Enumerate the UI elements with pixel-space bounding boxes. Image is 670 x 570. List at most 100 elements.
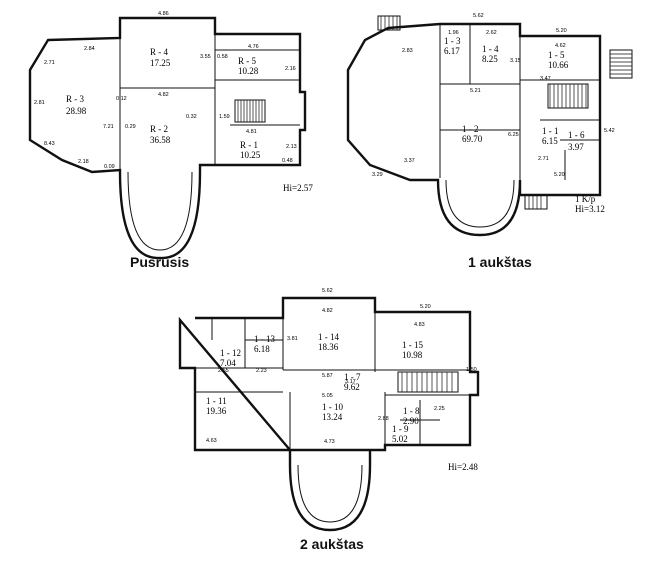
dim-label: 0.58 <box>217 54 228 60</box>
room-area-1-8: 2.90 <box>403 416 419 426</box>
room-area-1-4: 8.25 <box>482 54 498 64</box>
first-stair <box>547 83 589 109</box>
room-area-1-2: 69.70 <box>462 134 483 144</box>
dim-label: 5.87 <box>322 373 333 379</box>
room-area-1-12: 7.04 <box>220 358 236 368</box>
dim-label: 4.76 <box>248 44 259 50</box>
room-area-1-1: 6.15 <box>542 136 558 146</box>
room-area-r2: 36.58 <box>150 135 171 145</box>
basement-plan: R - 4 17.25 R - 5 10.28 R - 3 28.98 R - … <box>28 11 313 260</box>
basement-outer-wall <box>28 16 307 260</box>
dim-label: 5.20 <box>420 304 431 310</box>
dim-label: 4.62 <box>555 43 566 49</box>
dim-label: 0.48 <box>282 158 293 164</box>
dim-label: 3.47 <box>540 76 551 82</box>
dim-label: 0.09 <box>104 164 115 170</box>
first-floor-plan: 1 - 3 6.17 1 - 4 8.25 1 - 5 10.66 1 - 2 … <box>346 13 633 237</box>
room-area-1-15: 10.98 <box>402 350 423 360</box>
dim-label: 2.83 <box>402 48 413 54</box>
dim-label: 4.82 <box>322 308 333 314</box>
room-code-r3: R - 3 <box>66 94 85 104</box>
dim-label: 2.71 <box>44 60 55 66</box>
floor-label-basement: Pusrūsis <box>130 254 190 270</box>
room-area-1-6: 3.97 <box>568 142 584 152</box>
entrance-stair <box>524 49 633 210</box>
room-area-r3: 28.98 <box>66 106 87 116</box>
dim-label: 2.55 <box>218 368 229 374</box>
room-code-1-7: 1 - 7 <box>344 372 361 382</box>
room-area-1-9: 5.02 <box>392 434 408 444</box>
room-code-1-5: 1 - 5 <box>548 50 565 60</box>
dim-label: 2.13 <box>286 144 297 150</box>
room-code-1-8: 1 - 8 <box>403 406 420 416</box>
second-inner-walls <box>195 312 470 450</box>
dim-label: 1.96 <box>448 30 459 36</box>
basement-stair <box>234 99 266 123</box>
room-area-r5: 10.28 <box>238 66 259 76</box>
basement-inner-walls <box>119 18 300 172</box>
dim-label: 2.71 <box>538 156 549 162</box>
room-code-r5: R - 5 <box>238 56 257 66</box>
room-code-1-3: 1 - 3 <box>444 36 461 46</box>
second-ceiling-height: Hi=2.48 <box>448 462 478 472</box>
room-area-1-3: 6.17 <box>444 46 460 56</box>
dim-label: 3.37 <box>404 158 415 164</box>
dim-label: 2.81 <box>34 100 45 106</box>
dim-label: 3.29 <box>372 172 383 178</box>
dim-label: 4.86 <box>158 11 169 17</box>
dim-label: 2.18 <box>78 159 89 165</box>
room-code-1-2: 1 - 2 <box>462 124 479 134</box>
dim-label: 0.29 <box>125 124 136 130</box>
dim-label: 4.63 <box>206 438 217 444</box>
room-code-r4: R - 4 <box>150 47 169 57</box>
dim-label: 5.62 <box>473 13 484 19</box>
basement-ceiling-height: Hi=2.57 <box>283 183 313 193</box>
second-floor-plan: 1 - 14 18.36 1 - 15 10.98 1 - 12 7.04 1 … <box>178 288 480 532</box>
room-code-1-1: 1 - 1 <box>542 126 559 136</box>
first-inner-walls <box>439 24 600 195</box>
first-stair-note: 1 K/p <box>575 194 596 204</box>
room-code-1-4: 1 - 4 <box>482 44 499 54</box>
dim-label: 1.50 <box>466 367 477 373</box>
dim-label: 4.81 <box>246 129 257 135</box>
dim-label: 4.82 <box>158 92 169 98</box>
first-apse-inner <box>445 179 515 228</box>
room-code-1-12: 1 - 12 <box>220 348 241 358</box>
room-area-1-7: 9.62 <box>344 382 360 392</box>
dim-label: 2.62 <box>486 30 497 36</box>
room-code-1-13: 1 - 13 <box>254 334 275 344</box>
dim-label: 3.81 <box>287 336 298 342</box>
room-area-r4: 17.25 <box>150 58 171 68</box>
dim-label: 0.32 <box>186 114 197 120</box>
first-ceiling-height: Hi=3.12 <box>575 204 605 214</box>
second-apse-inner <box>297 464 363 523</box>
dim-label: 5.20 <box>554 172 565 178</box>
dim-label: 5.05 <box>322 393 333 399</box>
room-area-1-5: 10.66 <box>548 60 569 70</box>
room-code-1-9: 1 - 9 <box>392 424 409 434</box>
dim-label: 7.21 <box>103 124 114 130</box>
room-area-1-11: 19.36 <box>206 406 227 416</box>
dim-label: 1.59 <box>219 114 230 120</box>
dim-label: 3.17 <box>345 379 356 385</box>
dim-label: 3.15 <box>510 58 521 64</box>
dim-label: 0.12 <box>116 96 127 102</box>
room-code-1-6: 1 - 6 <box>568 130 585 140</box>
dim-label: 5.62 <box>322 288 333 294</box>
room-area-1-13: 6.18 <box>254 344 270 354</box>
room-code-r2: R - 2 <box>150 124 168 134</box>
room-code-1-11: 1 - 11 <box>206 396 227 406</box>
floor-label-first: 1 aukštas <box>468 254 532 270</box>
dim-label: 2.25 <box>434 406 445 412</box>
dim-label: 2.88 <box>378 416 389 422</box>
top-stair <box>377 15 401 31</box>
dim-label: 5.20 <box>556 28 567 34</box>
room-code-1-10: 1 - 10 <box>322 402 343 412</box>
dim-label: 2.16 <box>285 66 296 72</box>
room-code-r1: R - 1 <box>240 140 258 150</box>
basement-apse-inner <box>127 171 193 251</box>
dim-label: 8.43 <box>44 141 55 147</box>
room-area-1-10: 13.24 <box>322 412 343 422</box>
floor-label-second: 2 aukštas <box>300 536 364 552</box>
